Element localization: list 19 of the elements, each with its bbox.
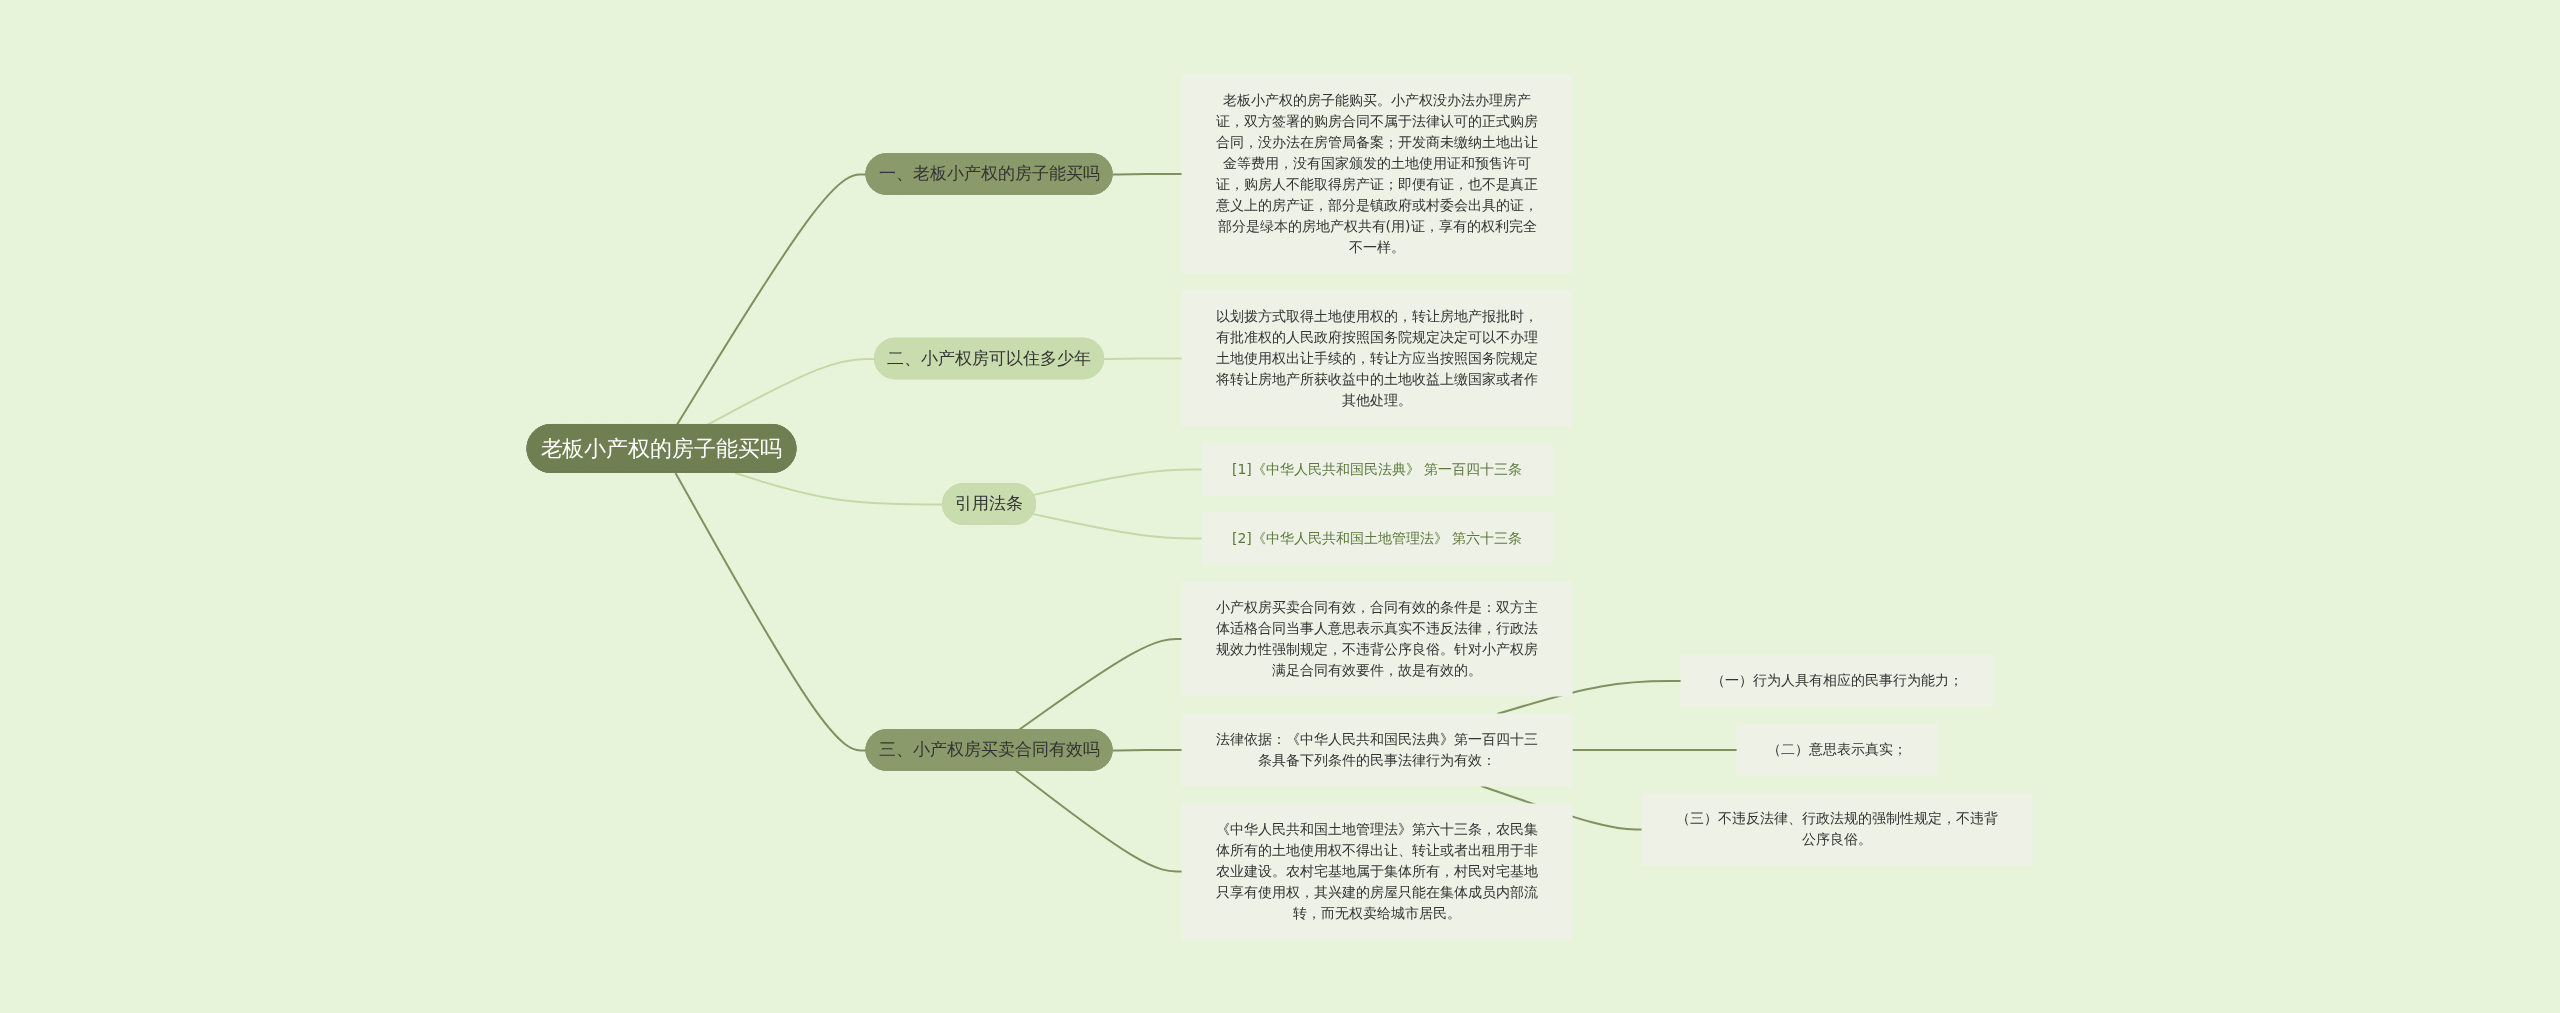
connector (1571, 748, 1739, 751)
node-box: （一）行为人具有相应的民事行为能力； (1681, 654, 1994, 707)
node-box: [1]《中华人民共和国民法典》 第一百四十三条 (1201, 443, 1554, 495)
node-box: 法律依据：《中华人民共和国民法典》第一百四十三条具备下列条件的民事法律行为有效： (1182, 713, 1574, 786)
node-box: （三）不违反法律、行政法规的强制性规定，不违背公序良俗。 (1642, 792, 2033, 866)
connector (1033, 512, 1204, 539)
connector (1017, 637, 1184, 731)
node-box: [2]《中华人民共和国土地管理法》 第六十三条 (1201, 512, 1554, 564)
connector (1112, 172, 1184, 175)
node-box: 《中华人民共和国土地管理法》第六十三条，农民集体所有的土地使用权不得出让、转让或者出租用于非农业建设。农村宅基地属于集体所有，村民对宅基地只享有使用权，其兴建的房屋只能在集体成员内部流转，而无权卖给城市居民。 (1182, 803, 1574, 939)
connector (1033, 468, 1204, 496)
connector (1015, 769, 1184, 872)
connector (674, 471, 868, 751)
connector (1103, 357, 1184, 360)
connector (1112, 748, 1184, 751)
node-box: 以划拨方式取得土地使用权的，转让房地产报批时，有批准权的人民政府按照国务院规定决定可以不办理土地使用权出让手续的，转让方应当按照国务院规定将转让房地产所获收益中的土地收益上缴国家或者作其他处理。 (1182, 290, 1574, 426)
node-box: 小产权房买卖合同有效，合同有效的条件是：双方主体适格合同当事人意思表示真实不违反法律，行政法规效力性强制规定，不违背公序良俗。针对小产权房满足合同有效要件，故是有效的。 (1182, 581, 1574, 696)
node-box: （二）意思表示真实； (1737, 723, 1938, 776)
node-box: 老板小产权的房子能购买。小产权没办法办理房产证，双方签署的购房合同不属于法律认可的正式购房合同，没办法在房管局备案；开发商未缴纳土地出让金等费用，没有国家颁发的土地使用证和预售许可证，购房人不能取得房产证；即便有证，也不是真正意义上的房产证，部分是镇政府或村委会出具的证，部分是绿本的房地产权共有(用)证，享有的权利完全不一样。 (1182, 74, 1574, 273)
